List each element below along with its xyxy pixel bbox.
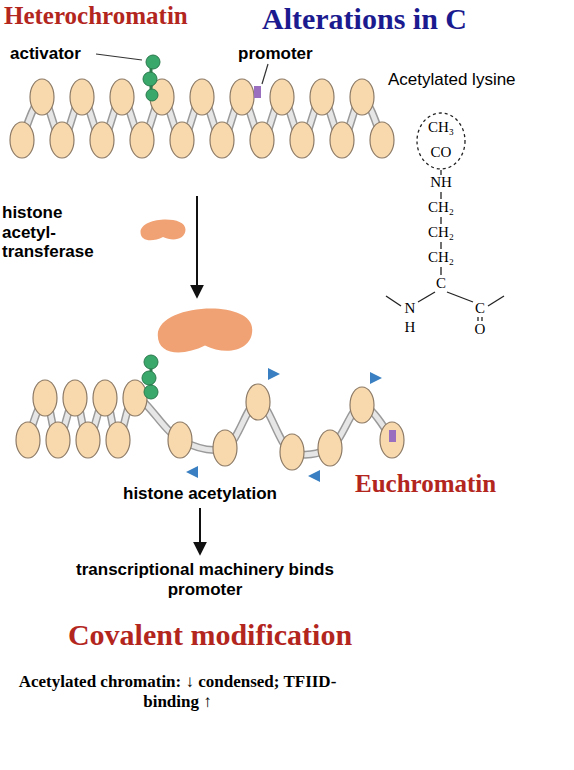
nucleosome	[250, 122, 274, 158]
nucleosome	[270, 79, 294, 115]
activator-bead	[144, 355, 158, 369]
acetyl-group	[308, 470, 320, 482]
text-label: histone acetyl- transferase	[2, 203, 107, 262]
nucleosome	[130, 122, 154, 158]
nucleosome	[318, 430, 342, 466]
nucleosome	[46, 422, 70, 458]
promoter-mark	[254, 86, 261, 98]
enzyme-small	[141, 219, 186, 240]
nucleosome	[16, 422, 40, 458]
nucleosome	[290, 122, 314, 158]
nucleosome	[110, 79, 134, 115]
nucleosome	[106, 422, 130, 458]
nucleosome	[350, 79, 374, 115]
activator-bead	[146, 55, 160, 69]
activator-bead	[144, 385, 158, 399]
condensed-fiber	[10, 79, 394, 158]
chemical-group: NH	[421, 175, 461, 190]
activator-bead	[146, 89, 158, 101]
nucleosome	[213, 430, 237, 466]
leader-line	[96, 54, 142, 60]
acetyl-group	[268, 368, 280, 380]
nucleosome	[123, 380, 147, 416]
nucleosome	[76, 422, 100, 458]
chemical-group: CH₂	[421, 225, 461, 240]
text-label: Acetylated chromatin: ↓ condensed; TFIID…	[5, 672, 350, 711]
activator-bead	[143, 72, 157, 86]
text-label: Euchromatin	[355, 470, 496, 499]
text-label: Acetylated lysine	[388, 70, 516, 90]
nucleosome	[170, 122, 194, 158]
nucleosome	[210, 122, 234, 158]
nucleosome	[33, 380, 57, 416]
chemical-group: C	[460, 301, 500, 316]
nucleosome	[330, 122, 354, 158]
nucleosome	[90, 122, 114, 158]
acetyl-group	[370, 372, 382, 384]
nucleosome	[280, 434, 304, 470]
chemical-group: N	[390, 301, 430, 316]
nucleosome	[50, 122, 74, 158]
nucleosome	[350, 387, 374, 423]
chemical-group: CO	[421, 145, 461, 160]
nucleosome	[30, 79, 54, 115]
text-label: histone acetylation	[80, 484, 320, 504]
promoter-mark	[389, 430, 396, 442]
text-label: transcriptional machinery binds promoter	[50, 560, 360, 599]
lysine-bonds	[386, 113, 504, 321]
nucleosome	[380, 422, 404, 458]
process-arrow	[196, 196, 198, 296]
chemical-group: O	[460, 322, 500, 337]
leader-line	[262, 64, 268, 84]
nucleosome	[10, 122, 34, 158]
histone-acetyltransferase	[158, 309, 253, 353]
chemical-group: H	[390, 320, 430, 335]
activator-bead	[142, 371, 156, 385]
nucleosome	[310, 79, 334, 115]
nucleosome	[93, 380, 117, 416]
chemical-group: C	[421, 276, 461, 291]
text-label: promoter	[238, 44, 313, 64]
chemical-group: CH₃	[421, 120, 461, 135]
nucleosome	[370, 122, 394, 158]
text-label: Alterations in C	[262, 2, 467, 37]
chemical-group: CH₂	[421, 200, 461, 215]
open-fiber	[16, 309, 404, 482]
nucleosome	[246, 384, 270, 420]
text-label: Covalent modification	[0, 618, 420, 653]
nucleosome	[70, 79, 94, 115]
nucleosome	[168, 422, 192, 458]
text-label: activator	[10, 44, 81, 64]
nucleosome	[190, 79, 214, 115]
chemical-group: CH₂	[421, 250, 461, 265]
text-label: Heterochromatin	[4, 2, 188, 31]
process-arrow	[199, 508, 201, 553]
nucleosome	[63, 380, 87, 416]
acetyl-group	[186, 466, 198, 478]
nucleosome	[230, 79, 254, 115]
